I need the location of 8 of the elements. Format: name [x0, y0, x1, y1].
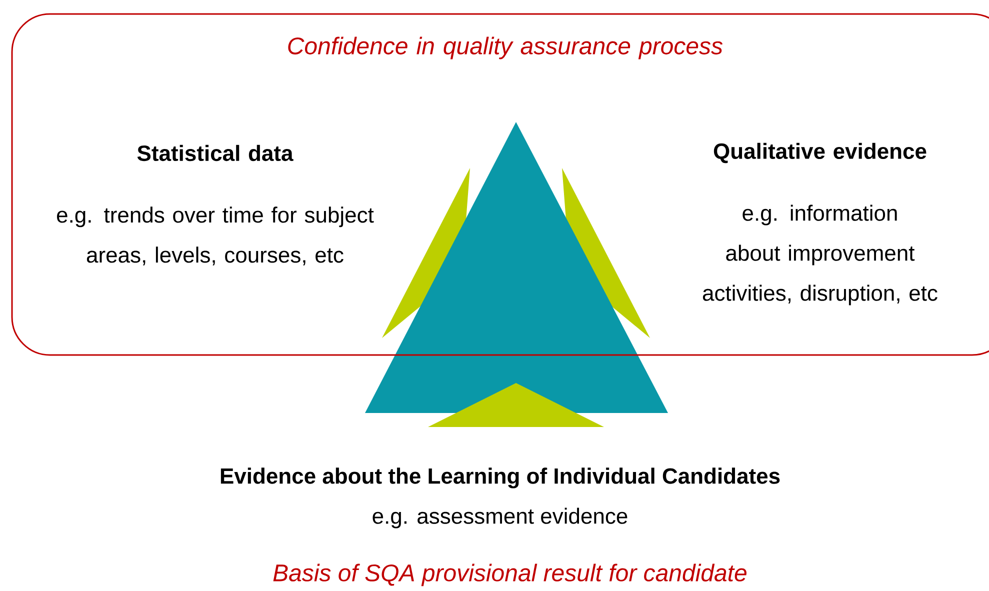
body-text: e.g. trends over time for subject areas, levels, courses, etc	[57, 206, 374, 266]
heading-text: Evidence about the Learning of Individual Candidates	[220, 468, 780, 488]
heading-text: Statistical data	[137, 144, 294, 162]
body-text: e.g. information about improvement activities, disruption, etc	[702, 204, 938, 306]
caption-text: Basis of SQA provisional result for candidate	[273, 564, 746, 586]
body-text: e.g. assessment evidence	[372, 508, 628, 528]
heading-text: Confidence in quality assurance process	[288, 36, 723, 60]
heading-text: Qualitative evidence	[714, 142, 926, 164]
